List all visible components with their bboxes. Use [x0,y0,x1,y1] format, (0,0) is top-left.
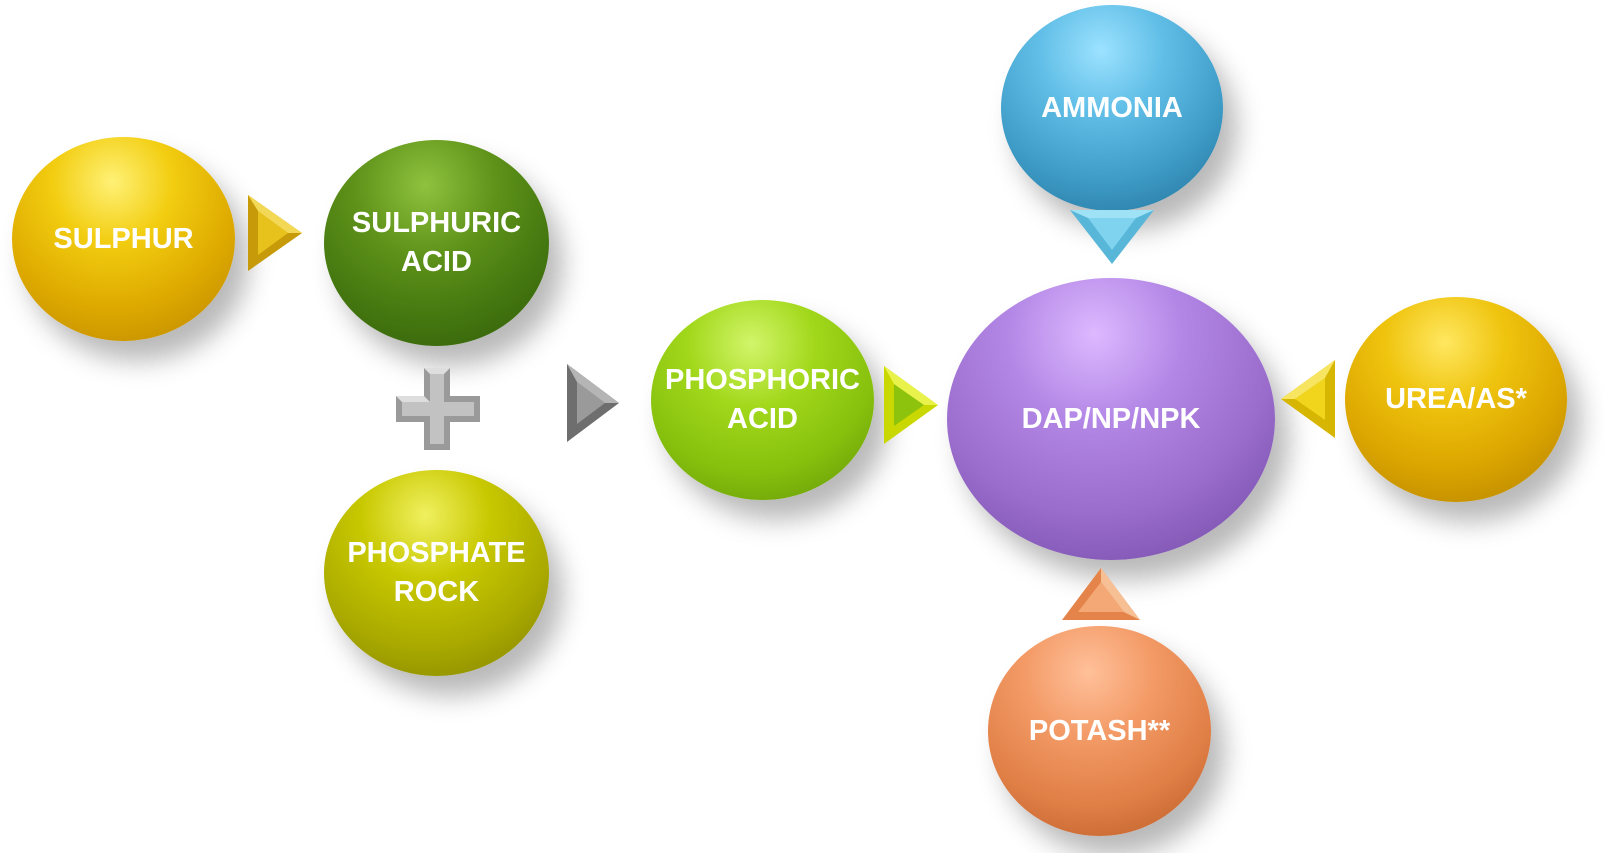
arrow-left-icon [1281,360,1335,438]
arrow-right-icon [567,364,619,442]
node-potash-label: POTASH** [1028,714,1171,747]
node-ammonia-label: AMMONIA [1041,91,1183,124]
node-sulphuric-acid: SULPHURIC ACID [324,140,549,346]
node-dap-np-npk-label: DAP/NP/NPK [1021,402,1201,435]
node-phosphoric-acid: PHOSPHORIC ACID [651,300,874,500]
node-sulphur: SULPHUR [12,137,235,341]
node-phosphoric-acid-line2: ACID [727,403,798,435]
arrow-right-icon [884,366,938,444]
node-potash: POTASH** [988,626,1211,836]
node-phosphoric-acid-line1: PHOSPHORIC [665,364,860,397]
arrow-down-icon [1070,210,1154,264]
node-sulphuric-acid-line1: SULPHURIC [351,207,522,240]
node-sulphuric-acid-line2: ACID [401,246,472,278]
node-urea-as-label: UREA/AS* [1385,383,1527,416]
node-phosphate-rock: PHOSPHATE ROCK [324,470,549,676]
arrow-right-icon [248,195,302,271]
node-sulphur-label: SULPHUR [53,222,194,255]
node-phosphate-rock-line1: PHOSPHATE [347,537,526,570]
node-urea-as: UREA/AS* [1345,297,1567,502]
node-ammonia: AMMONIA [1001,5,1223,211]
arrow-up-icon [1062,568,1140,620]
node-phosphate-rock-line2: ROCK [393,576,480,608]
plus-icon [396,368,480,450]
node-dap-np-npk: DAP/NP/NPK [947,278,1275,560]
